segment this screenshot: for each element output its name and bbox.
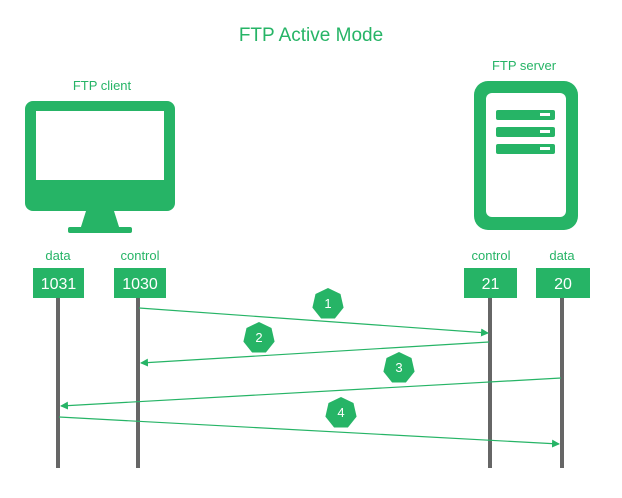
step-3-label: 3: [395, 360, 402, 375]
step-1-label: 1: [324, 296, 331, 311]
client-control-role-label: control: [120, 248, 159, 263]
monitor-icon: [25, 101, 175, 233]
step-2-arrow: [140, 341, 490, 367]
server-label: FTP server: [492, 58, 557, 73]
server-data-role-label: data: [549, 248, 575, 263]
server-control-role-label: control: [471, 248, 510, 263]
client-control-port: 1030: [114, 268, 166, 298]
server-data-port: 20: [536, 268, 590, 298]
server-control-port-number: 21: [482, 276, 500, 293]
step-2-badge: 2: [243, 322, 275, 353]
client-data-port-number: 1031: [41, 276, 77, 293]
server-data-port-number: 20: [554, 276, 572, 293]
step-4-label: 4: [337, 405, 344, 420]
step-4-arrow: [58, 416, 560, 448]
client-data-role-label: data: [45, 248, 71, 263]
step-3-badge: 3: [383, 352, 415, 383]
client-control-port-number: 1030: [122, 276, 158, 293]
client-data-port: 1031: [33, 268, 84, 298]
diagram-title: FTP Active Mode: [239, 25, 383, 46]
step-1-badge: 1: [312, 288, 344, 319]
server-control-port: 21: [464, 268, 517, 298]
server-icon: [474, 81, 578, 230]
client-label: FTP client: [73, 78, 132, 93]
step-2-label: 2: [255, 330, 262, 345]
step-3-arrow: [60, 377, 562, 410]
step-1-arrow: [138, 307, 489, 337]
step-4-badge: 4: [325, 397, 357, 428]
